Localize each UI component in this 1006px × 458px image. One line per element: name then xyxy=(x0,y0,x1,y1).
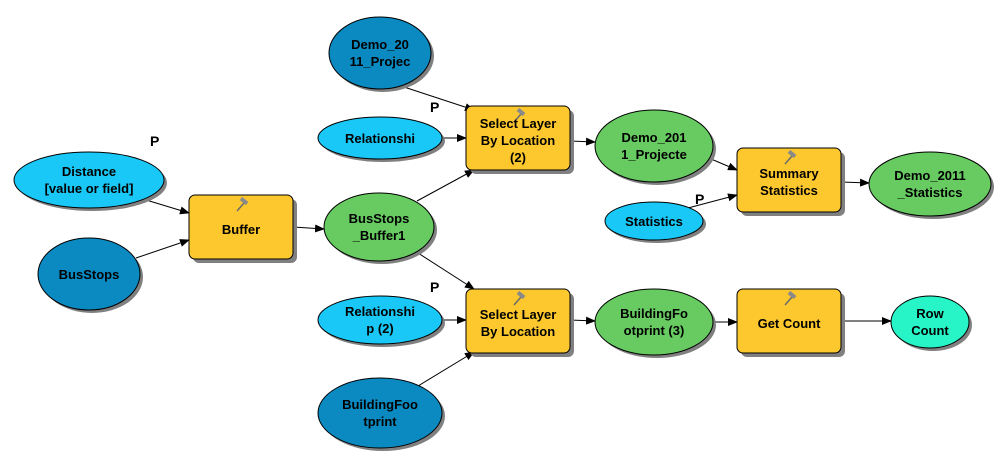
tool-node-select-layer-by-location[interactable] xyxy=(465,288,571,354)
hammer-icon xyxy=(513,290,526,306)
tool-node-summary-statistics[interactable] xyxy=(736,147,842,213)
input-node-demo-2011-projec[interactable] xyxy=(328,16,432,90)
connector-arrow xyxy=(292,224,325,233)
output-node-busstops-buffer1[interactable] xyxy=(323,192,435,262)
hammer-icon xyxy=(513,107,526,123)
output-node-demo-2011-statistics[interactable] xyxy=(868,151,992,217)
tool-node-get-count[interactable] xyxy=(736,288,842,354)
parameter-marker-distance: P xyxy=(150,133,160,149)
input-node-busstops[interactable] xyxy=(37,237,141,311)
output-node-demo-2011-projecte[interactable] xyxy=(594,109,714,183)
connector-arrow xyxy=(135,239,190,259)
parameter-node-relationshi[interactable] xyxy=(317,116,443,160)
parameter-node-statistics[interactable] xyxy=(604,201,704,241)
parameter-marker-statistics: P xyxy=(695,191,705,207)
hammer-icon xyxy=(236,196,249,212)
shadows xyxy=(17,20,994,451)
output-node-row-count[interactable] xyxy=(890,295,970,349)
tool-node-select-layer-by-location-2[interactable] xyxy=(465,105,571,171)
parameter-marker-relationshi: P xyxy=(430,99,440,115)
connector-arrow xyxy=(417,351,475,387)
shapes xyxy=(13,16,992,449)
connector-arrow xyxy=(417,252,475,290)
output-node-buildingfootprint-3[interactable] xyxy=(594,288,714,356)
parameter-node-distance[interactable] xyxy=(13,151,165,209)
connector-arrow xyxy=(403,86,475,111)
connector-arrow xyxy=(569,316,596,325)
parameter-node-relationship-2[interactable] xyxy=(317,295,443,345)
connector-arrow xyxy=(569,137,596,146)
tool-node-buffer[interactable] xyxy=(188,194,294,260)
connector-arrow xyxy=(416,169,475,202)
parameter-marker-relationship-2: P xyxy=(430,279,440,295)
input-node-buildingfootprint[interactable] xyxy=(317,377,443,449)
connectors xyxy=(132,86,892,387)
connector-arrow xyxy=(840,178,870,187)
connector-arrow xyxy=(687,193,738,209)
tool-icons xyxy=(236,107,797,306)
hammer-icon xyxy=(784,290,797,306)
hammer-icon xyxy=(784,149,797,165)
